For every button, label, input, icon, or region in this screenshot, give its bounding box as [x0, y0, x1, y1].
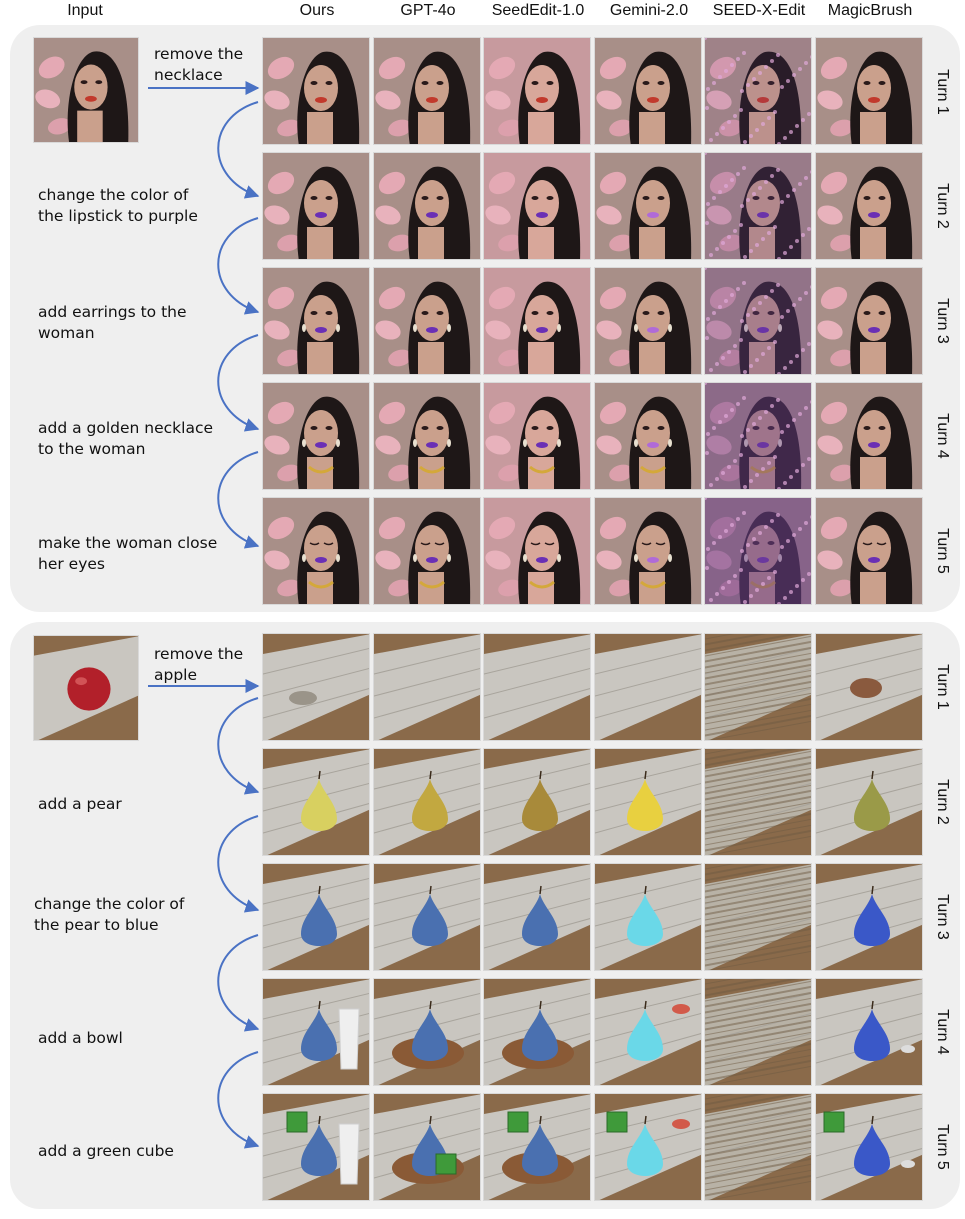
header-ours: Ours — [299, 2, 335, 19]
result-apple-turn2-ours — [262, 748, 370, 856]
input-image-apple — [33, 635, 139, 741]
result-woman-turn2-gpt4o — [373, 152, 481, 260]
result-woman-turn1-gemini — [594, 37, 702, 145]
result-apple-turn4-ours — [262, 978, 370, 1086]
result-apple-turn3-gpt4o — [373, 863, 481, 971]
header-input: Input — [67, 2, 103, 19]
result-woman-turn2-gemini — [594, 152, 702, 260]
instruction-woman-1: remove the necklace — [154, 45, 244, 84]
turn-label-woman-3: Turn 3 — [934, 298, 951, 344]
result-woman-turn3-ours — [262, 267, 370, 375]
result-woman-turn5-seededit — [483, 497, 591, 605]
turn-label-apple-2: Turn 2 — [934, 779, 951, 825]
instruction-woman-5: make the woman close her eyes — [38, 534, 218, 573]
instruction-apple-5: add a green cube — [38, 1142, 174, 1160]
turn-label-apple-4: Turn 4 — [934, 1009, 951, 1055]
instruction-apple-3: change the color of the pear to blue — [34, 895, 185, 934]
result-woman-turn1-ours — [262, 37, 370, 145]
result-apple-turn3-seedx — [704, 863, 812, 971]
result-apple-turn1-ours — [262, 633, 370, 741]
result-woman-turn4-ours — [262, 382, 370, 490]
result-apple-turn4-seededit — [483, 978, 591, 1086]
result-apple-turn2-seededit — [483, 748, 591, 856]
result-woman-turn2-seedx — [704, 152, 812, 260]
result-woman-turn4-gpt4o — [373, 382, 481, 490]
result-apple-turn5-ours — [262, 1093, 370, 1201]
result-apple-turn1-gemini — [594, 633, 702, 741]
result-woman-turn3-seededit — [483, 267, 591, 375]
result-apple-turn3-ours — [262, 863, 370, 971]
result-apple-turn5-seedx — [704, 1093, 812, 1201]
result-apple-turn1-magicbrush — [815, 633, 923, 741]
header-seededit: SeedEdit-1.0 — [491, 2, 585, 19]
result-apple-turn4-seedx — [704, 978, 812, 1086]
result-woman-turn3-gpt4o — [373, 267, 481, 375]
header-magicbrush: MagicBrush — [827, 2, 913, 19]
result-woman-turn3-seedx — [704, 267, 812, 375]
result-apple-turn3-gemini — [594, 863, 702, 971]
result-woman-turn5-magicbrush — [815, 497, 923, 605]
turn-label-woman-2: Turn 2 — [934, 183, 951, 229]
result-woman-turn1-gpt4o — [373, 37, 481, 145]
result-woman-turn3-gemini — [594, 267, 702, 375]
result-woman-turn4-magicbrush — [815, 382, 923, 490]
result-woman-turn4-seedx — [704, 382, 812, 490]
result-woman-turn2-ours — [262, 152, 370, 260]
result-woman-turn5-seedx — [704, 497, 812, 605]
result-apple-turn2-seedx — [704, 748, 812, 856]
result-woman-turn5-ours — [262, 497, 370, 605]
instruction-apple-1: remove the apple — [154, 645, 244, 684]
result-apple-turn5-gemini — [594, 1093, 702, 1201]
instruction-woman-4: add a golden necklace to the woman — [38, 419, 214, 458]
result-woman-turn5-gpt4o — [373, 497, 481, 605]
result-apple-turn2-gemini — [594, 748, 702, 856]
result-apple-turn3-magicbrush — [815, 863, 923, 971]
result-woman-turn1-seedx — [704, 37, 812, 145]
instruction-apple-2: add a pear — [38, 795, 122, 813]
input-image-woman — [33, 37, 139, 143]
result-woman-turn5-gemini — [594, 497, 702, 605]
result-woman-turn2-seededit — [483, 152, 591, 260]
turn-label-apple-1: Turn 1 — [934, 664, 951, 710]
header-gpt4o: GPT-4o — [400, 2, 456, 19]
result-woman-turn1-seededit — [483, 37, 591, 145]
header-seedx: SEED-X-Edit — [712, 2, 806, 19]
result-apple-turn1-gpt4o — [373, 633, 481, 741]
instruction-apple-4: add a bowl — [38, 1029, 123, 1047]
result-apple-turn5-gpt4o — [373, 1093, 481, 1201]
instruction-woman-3: add earrings to the woman — [38, 303, 187, 342]
result-woman-turn2-magicbrush — [815, 152, 923, 260]
header-gemini: Gemini-2.0 — [609, 2, 689, 19]
result-woman-turn4-gemini — [594, 382, 702, 490]
result-woman-turn1-magicbrush — [815, 37, 923, 145]
result-woman-turn4-seededit — [483, 382, 591, 490]
result-apple-turn2-gpt4o — [373, 748, 481, 856]
result-apple-turn1-seedx — [704, 633, 812, 741]
turn-label-apple-3: Turn 3 — [934, 894, 951, 940]
turn-label-woman-4: Turn 4 — [934, 413, 951, 459]
turn-label-woman-5: Turn 5 — [934, 528, 951, 574]
result-apple-turn4-gemini — [594, 978, 702, 1086]
instruction-woman-2: change the color of the lipstick to purp… — [38, 186, 198, 225]
result-apple-turn4-gpt4o — [373, 978, 481, 1086]
result-apple-turn5-magicbrush — [815, 1093, 923, 1201]
result-woman-turn3-magicbrush — [815, 267, 923, 375]
result-apple-turn2-magicbrush — [815, 748, 923, 856]
turn-label-woman-1: Turn 1 — [934, 69, 951, 115]
result-apple-turn5-seededit — [483, 1093, 591, 1201]
result-apple-turn3-seededit — [483, 863, 591, 971]
result-apple-turn1-seededit — [483, 633, 591, 741]
result-apple-turn4-magicbrush — [815, 978, 923, 1086]
turn-label-apple-5: Turn 5 — [934, 1124, 951, 1170]
